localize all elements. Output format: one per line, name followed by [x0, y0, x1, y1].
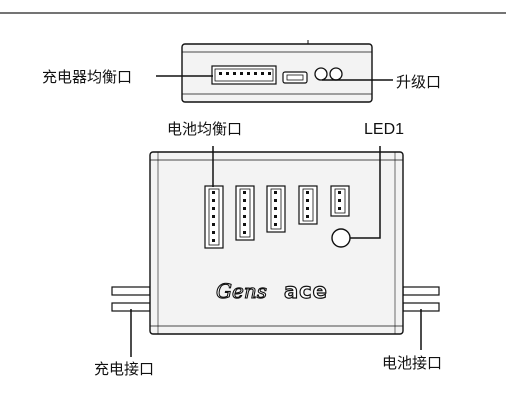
connector-pin	[212, 207, 215, 210]
connector-pin	[212, 191, 215, 194]
balance-connector-5pin	[266, 185, 286, 233]
connector-pin	[233, 72, 236, 75]
connector-pin	[306, 215, 309, 218]
connector-pin	[274, 199, 277, 202]
connector-pin	[243, 199, 246, 202]
connector-pin	[338, 199, 341, 202]
battery-cable	[402, 286, 440, 312]
upgrade-usb-port	[282, 71, 308, 84]
balance-connector-6pin	[235, 185, 255, 241]
top-view-device	[181, 40, 373, 103]
connector-pin	[306, 191, 309, 194]
connector-pin	[338, 191, 341, 194]
battery-balance-port-label: 电池均衡口	[167, 120, 242, 138]
connector-pin	[274, 215, 277, 218]
balance-connector-7pin	[204, 185, 224, 249]
connector-pin	[212, 199, 215, 202]
led1-leader	[350, 146, 381, 239]
top-view-body	[181, 43, 373, 103]
balance-connector-3pin	[330, 185, 350, 217]
brand-logo: Gens	[216, 279, 267, 303]
connector-pin	[243, 191, 246, 194]
connector-pin	[219, 72, 222, 75]
upgrade-hole-2	[329, 67, 343, 81]
connector-pin	[306, 199, 309, 202]
led1-indicator	[331, 228, 351, 248]
connector-pin	[274, 191, 277, 194]
charge-port-label: 充电接口	[94, 360, 154, 378]
connector-pin	[254, 72, 257, 75]
charger-balance-pins	[219, 72, 271, 75]
front-view-body	[149, 151, 404, 335]
charger-balance-connector	[211, 65, 277, 85]
connector-pin	[243, 207, 246, 210]
connector-pin	[240, 72, 243, 75]
brand-model: ace	[284, 279, 328, 303]
connector-pin	[247, 72, 250, 75]
connector-pin	[243, 223, 246, 226]
charge-cable	[111, 286, 151, 312]
connector-pin	[226, 72, 229, 75]
connector-pin	[243, 231, 246, 234]
connector-pin	[212, 239, 215, 242]
connector-pin	[212, 231, 215, 234]
front-view-device: Gens ace	[149, 151, 404, 335]
connector-pin	[243, 215, 246, 218]
balance-connector-4pin	[298, 185, 318, 225]
connector-pin	[212, 215, 215, 218]
led1-label: LED1	[364, 121, 404, 138]
connector-pin	[212, 223, 215, 226]
connector-pin	[306, 207, 309, 210]
connector-pin	[338, 207, 341, 210]
connector-pin	[261, 72, 264, 75]
battery-port-label: 电池接口	[382, 354, 442, 372]
connector-pin	[274, 223, 277, 226]
charger-balance-port-label: 充电器均衡口	[42, 68, 132, 86]
battery-balance-connectors	[204, 185, 350, 249]
connector-pin	[268, 72, 271, 75]
upgrade-port-label: 升级口	[396, 73, 441, 91]
connector-pin	[274, 207, 277, 210]
upgrade-hole-1	[314, 67, 328, 81]
